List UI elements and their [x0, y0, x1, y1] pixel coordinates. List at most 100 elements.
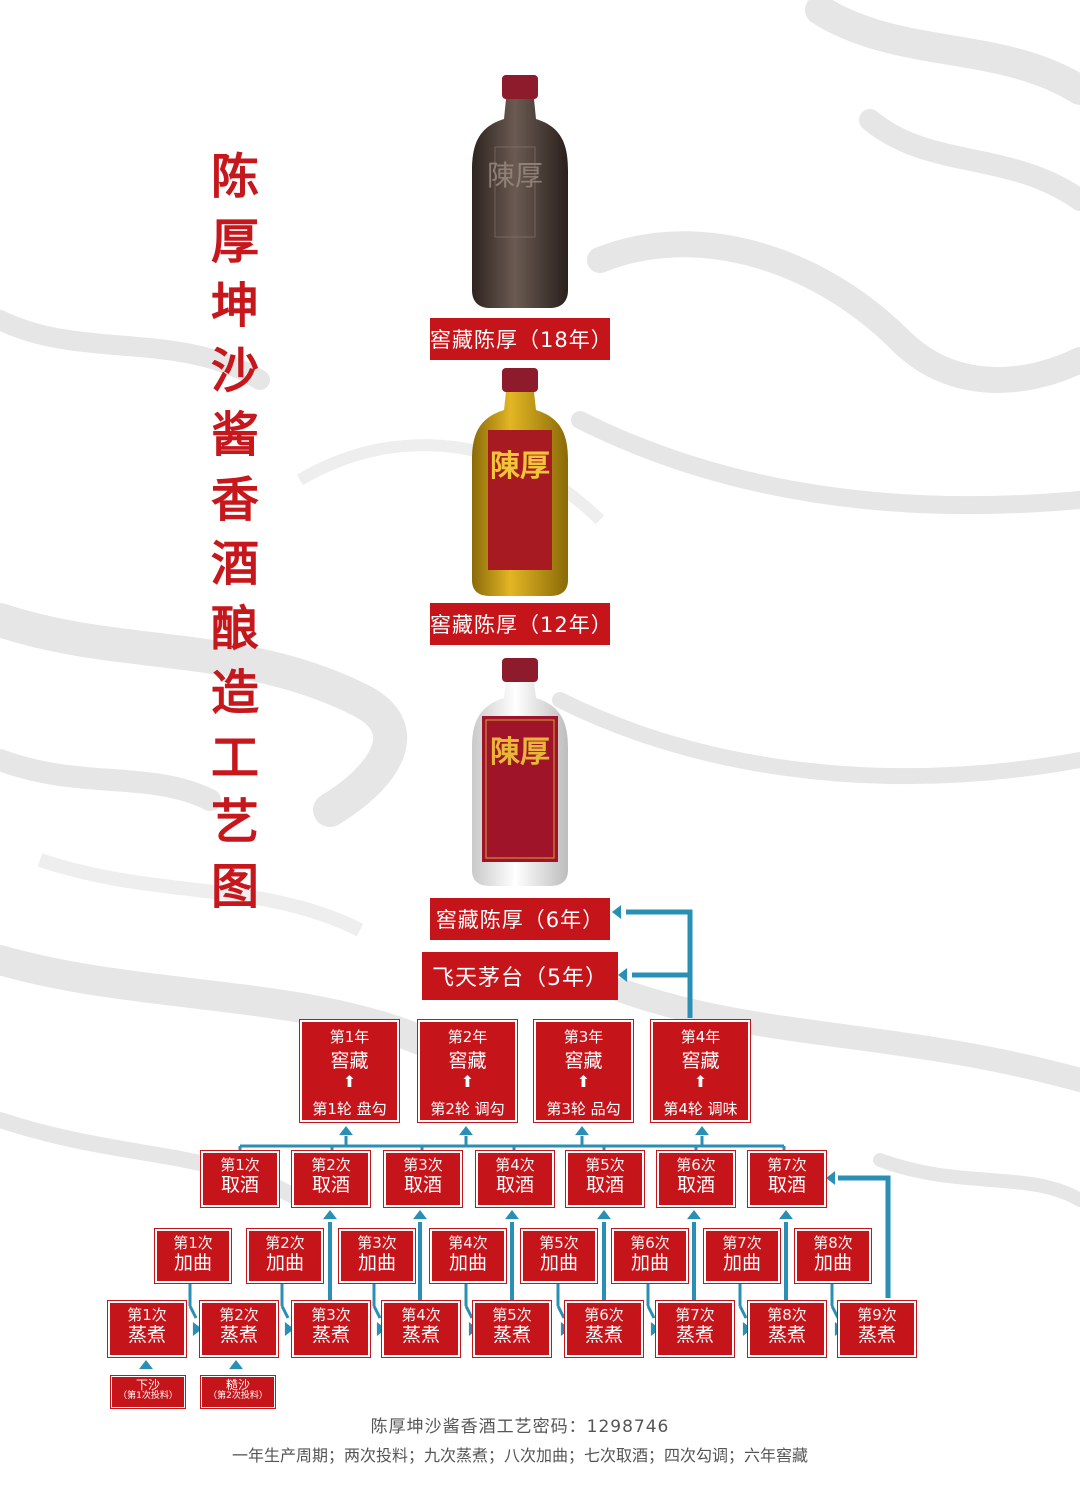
- year-storage-box: 第2年窖藏⬆ 第2轮 调勾: [417, 1019, 518, 1123]
- up-arrow-icon: ⬆: [576, 1072, 591, 1091]
- arrow-head: [376, 1322, 386, 1336]
- steam-box: 第3次蒸煮: [291, 1300, 371, 1358]
- bottle-brand-text: 陳厚: [490, 735, 550, 770]
- add-yeast-box: 第5次加曲: [520, 1228, 598, 1284]
- distill-take-box: 第3次取酒: [383, 1150, 463, 1208]
- distill-take-box: 第7次取酒: [747, 1150, 827, 1208]
- arrow-head: [284, 1322, 294, 1336]
- arrow-head: [339, 1126, 353, 1136]
- connector-line: [188, 1305, 198, 1319]
- steam-box: 第2次蒸煮: [199, 1300, 279, 1358]
- steam-box: 第9次蒸煮: [837, 1300, 917, 1358]
- connector-line: [280, 1305, 290, 1319]
- distill-take-box: 第5次取酒: [565, 1150, 645, 1208]
- year-name: 窖藏: [448, 1050, 487, 1072]
- bottle-brand-text: 陳厚: [487, 159, 543, 192]
- steam-box: 第8次蒸煮: [747, 1300, 827, 1358]
- caption-summary: 一年生产周期；两次投料；九次蒸煮；八次加曲；七次取酒；四次勾调；六年窖藏: [231, 1446, 808, 1465]
- add-yeast-box: 第4次加曲: [429, 1228, 507, 1284]
- blend-round: 第2轮 调勾: [430, 1100, 505, 1118]
- bottle-brand-text: 陳厚: [490, 449, 550, 484]
- title-char: 酒: [210, 536, 259, 592]
- steam-box: 第1次蒸煮: [107, 1300, 187, 1358]
- year-storage-box: 第3年窖藏⬆ 第3轮 品勾: [533, 1019, 634, 1123]
- arrow-head: [229, 1360, 243, 1370]
- arrow-head: [597, 1210, 611, 1220]
- arrow-head: [505, 1210, 519, 1220]
- bottle-18-year-label: 窖藏陈厚（18年）: [430, 318, 612, 360]
- blend-round: 第4轮 调味: [663, 1100, 738, 1118]
- title-char: 造: [210, 665, 259, 721]
- connector-line: [464, 1305, 474, 1319]
- title-char: 工: [210, 729, 259, 786]
- input-caosha: 糙沙 （第2次投料）: [200, 1375, 276, 1409]
- arrow-head: [323, 1210, 337, 1220]
- year-title: 第4年: [680, 1028, 721, 1046]
- add-yeast-box: 第3次加曲: [338, 1228, 416, 1284]
- distill-take-box: 第6次取酒: [656, 1150, 736, 1208]
- up-arrow-icon: ⬆: [342, 1072, 357, 1091]
- connector-line: [626, 909, 693, 1018]
- input-xiasha: 下沙 （第1次投料）: [110, 1375, 186, 1409]
- connector-line: [646, 1305, 656, 1319]
- steam-box: 第6次蒸煮: [564, 1300, 644, 1358]
- arrow-head: [618, 968, 628, 982]
- title-char: 香: [210, 471, 259, 528]
- distill-take-box: 第2次取酒: [291, 1150, 371, 1208]
- year-title: 第2年: [447, 1028, 488, 1046]
- arrow-head: [742, 1322, 752, 1336]
- connector-line: [372, 1305, 382, 1319]
- connector-line: [838, 1175, 891, 1298]
- title-char: 酱: [210, 407, 259, 463]
- year-name: 窖藏: [564, 1050, 603, 1072]
- bottle-6-year-image: 陳厚: [472, 658, 568, 886]
- caption-code: 陈厚坤沙酱香酒工艺密码：1298746: [370, 1417, 670, 1437]
- distill-take-box: 第1次取酒: [200, 1150, 280, 1208]
- add-yeast-box: 第1次加曲: [154, 1228, 232, 1284]
- title-char: 坤: [210, 278, 259, 334]
- arrow-head: [612, 905, 622, 919]
- year-storage-box: 第1年窖藏⬆第1轮 盘勾: [299, 1019, 400, 1123]
- year-name: 窖藏: [330, 1050, 369, 1072]
- bottle-12-year-label: 窖藏陈厚（12年）: [430, 603, 612, 645]
- title-char: 酿: [210, 600, 259, 657]
- add-yeast-box: 第6次加曲: [611, 1228, 689, 1284]
- arrow-head: [459, 1126, 473, 1136]
- add-yeast-box: 第7次加曲: [703, 1228, 781, 1284]
- up-arrow-icon: ⬆: [693, 1072, 708, 1091]
- arrow-head: [687, 1210, 701, 1220]
- year-name: 窖藏: [681, 1050, 720, 1072]
- blend-round: 第1轮 盘勾: [312, 1100, 387, 1118]
- up-arrow-icon: ⬆: [460, 1072, 475, 1091]
- year-title: 第3年: [563, 1028, 604, 1046]
- arrow-head: [413, 1210, 427, 1220]
- bottle-18-year-image: 陳厚: [472, 75, 568, 308]
- vertical-title: 陈 厚 坤 沙 酱 香 酒 酿 造 工 艺 图: [200, 145, 270, 919]
- title-char: 图: [210, 858, 259, 915]
- add-yeast-box: 第2次加曲: [246, 1228, 324, 1284]
- bottle-12-year-image: 陳厚: [472, 368, 568, 596]
- blend-round: 第3轮 品勾: [546, 1100, 621, 1118]
- arrow-head: [192, 1322, 202, 1336]
- arrow-head: [575, 1126, 589, 1136]
- arrow-head: [826, 1171, 836, 1185]
- title-char: 陈: [210, 149, 259, 205]
- connector-line: [830, 1305, 840, 1319]
- year-storage-box: 第4年窖藏⬆ 第4轮 调味: [650, 1019, 751, 1123]
- distill-take-box: 第4次取酒: [475, 1150, 555, 1208]
- add-yeast-box: 第8次加曲: [794, 1228, 872, 1284]
- steam-box: 第7次蒸煮: [655, 1300, 735, 1358]
- title-char: 沙: [210, 342, 259, 399]
- arrow-head: [695, 1126, 709, 1136]
- arrow-head: [779, 1210, 793, 1220]
- maotai-5-year-label: 飞天茅台（5年）: [422, 952, 618, 1000]
- title-char: 艺: [210, 794, 259, 850]
- arrow-head: [139, 1360, 153, 1370]
- bottle-6-year-label: 窖藏陈厚（6年）: [430, 898, 610, 940]
- title-char: 厚: [210, 213, 259, 270]
- steam-box: 第5次蒸煮: [472, 1300, 552, 1358]
- connector-line: [738, 1305, 748, 1319]
- connector-line: [556, 1305, 566, 1319]
